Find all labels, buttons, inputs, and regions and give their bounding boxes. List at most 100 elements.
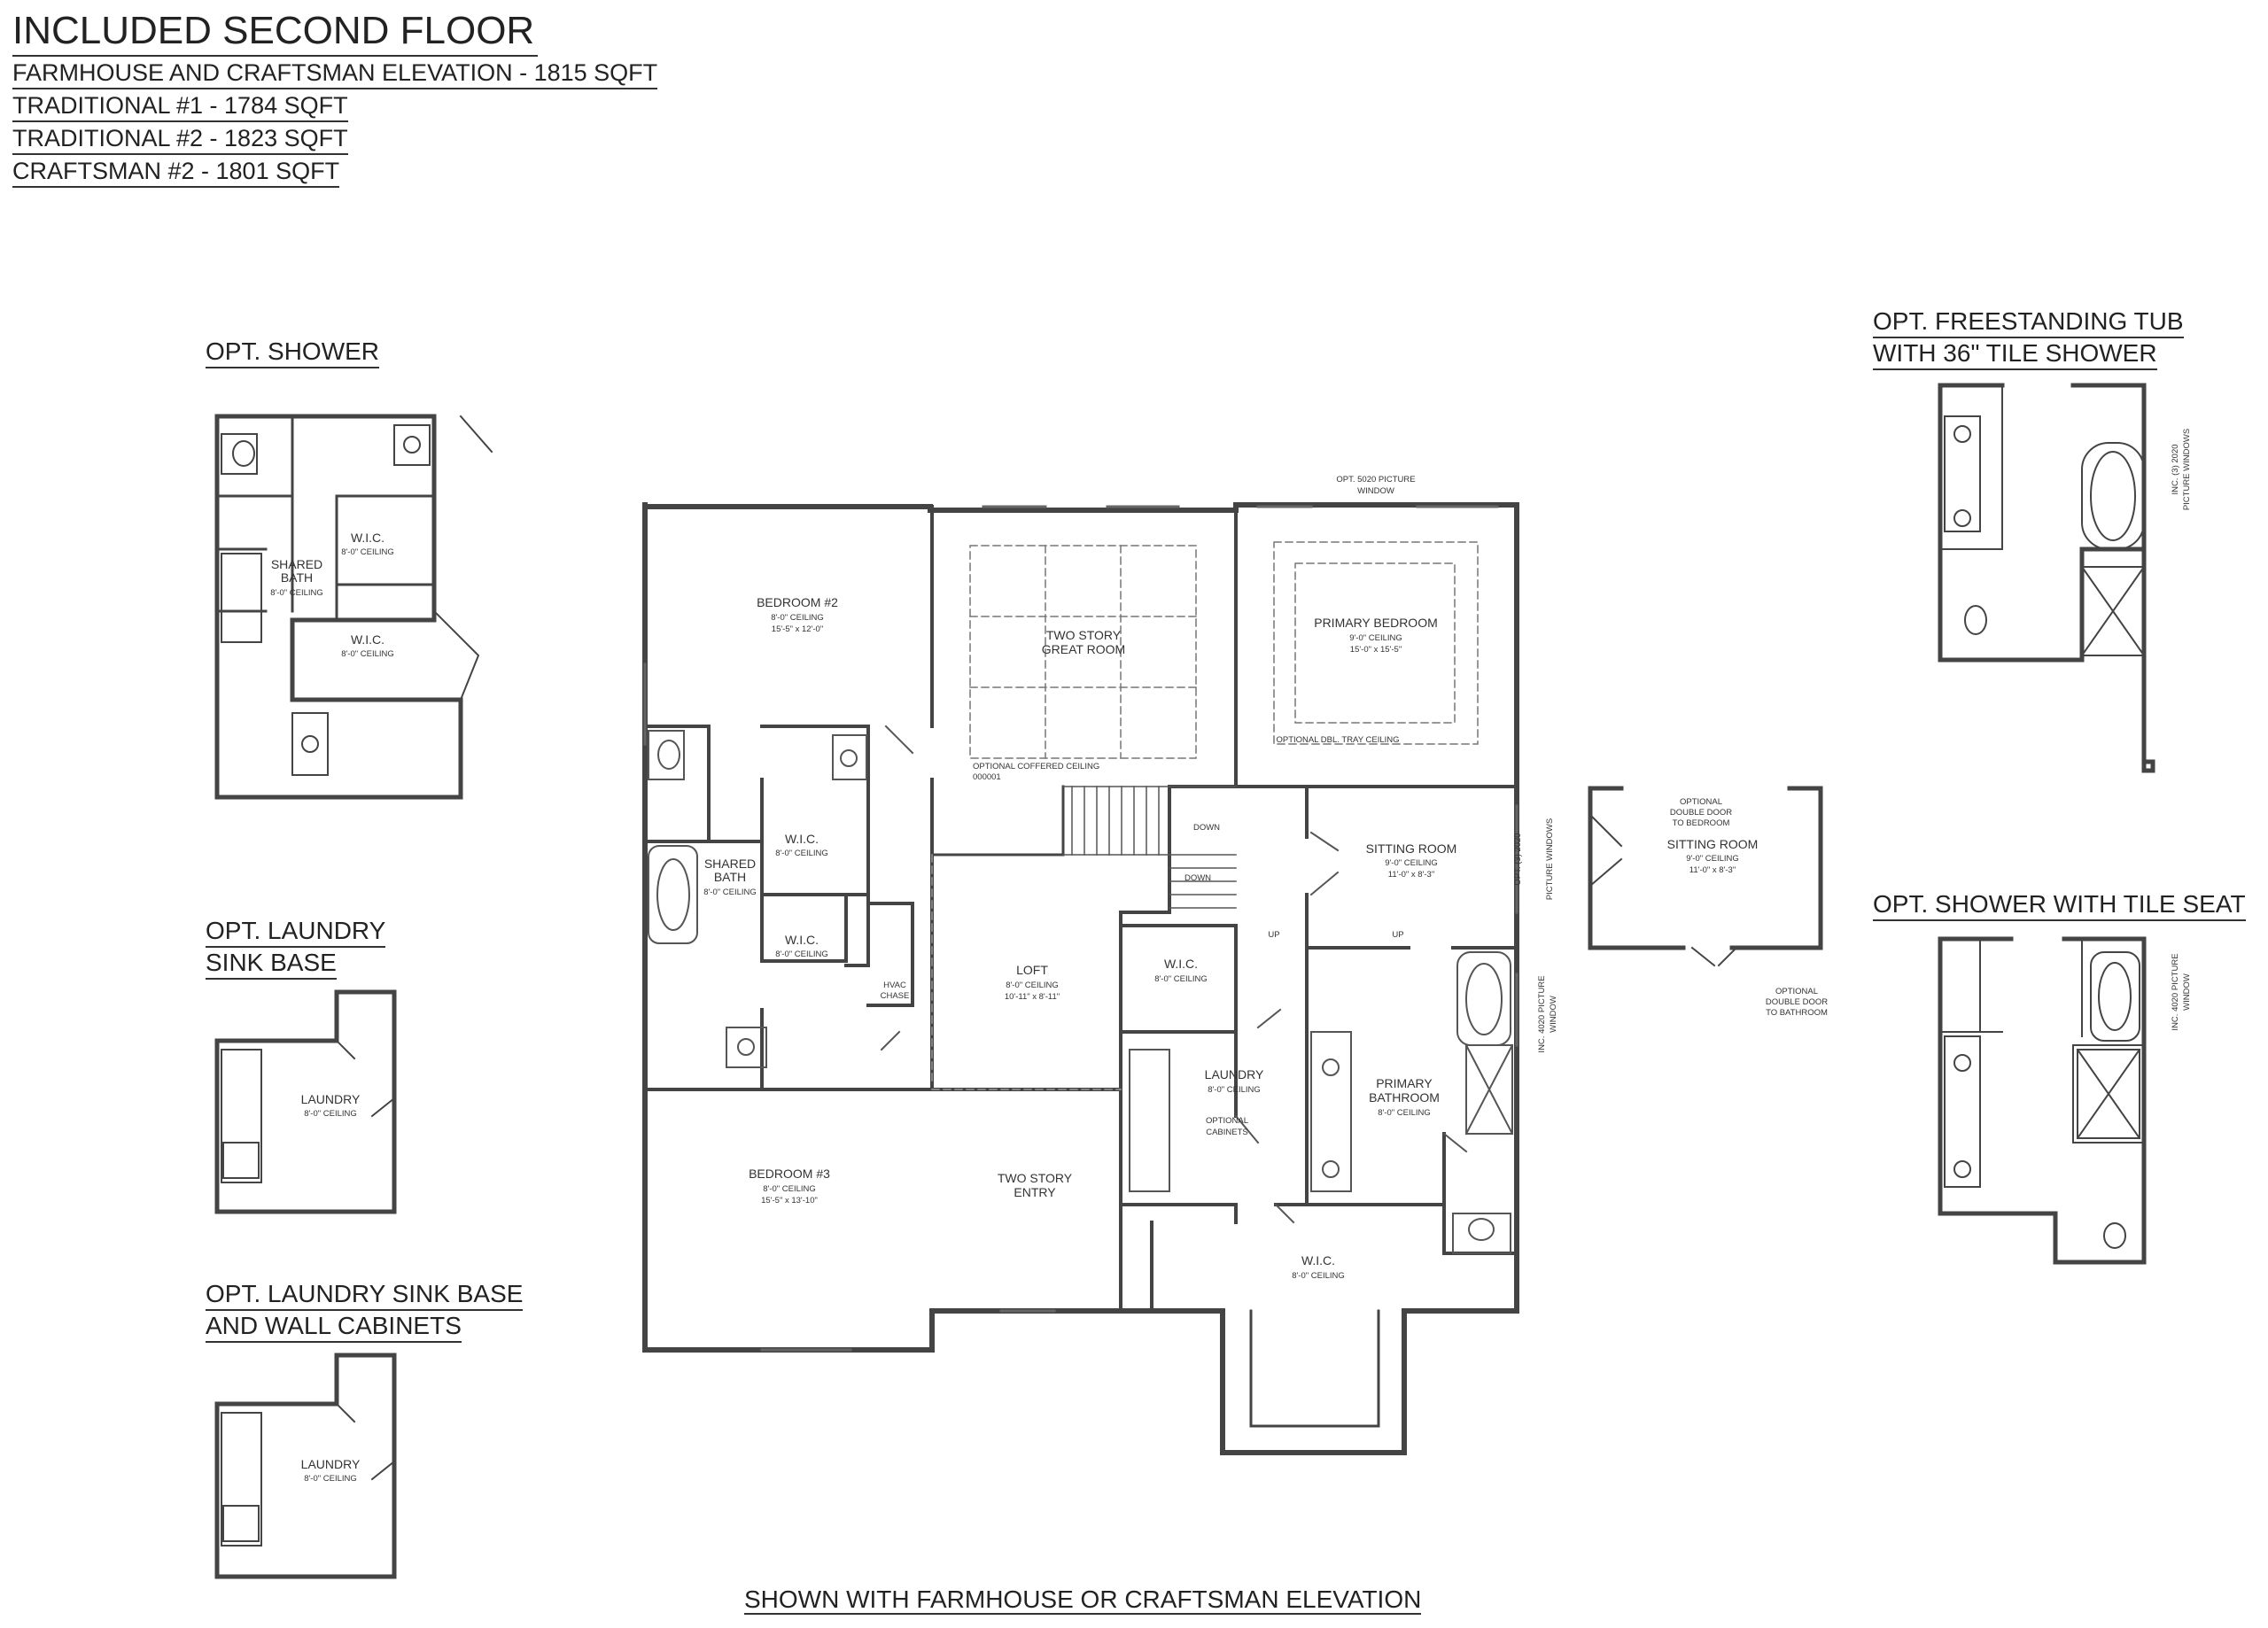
opt-laundry-ceiling: 8'-0" CEILING bbox=[304, 1109, 357, 1119]
primary-wic-label: W.I.C. bbox=[1301, 1253, 1335, 1268]
loft-size: 10'-11" x 8'-11" bbox=[1005, 992, 1060, 1002]
wic-stair-label: W.I.C. bbox=[1164, 957, 1198, 971]
opt-shower-wic-2-ceiling: 8'-0" CEILING bbox=[341, 649, 394, 659]
wic-2-label: W.I.C. bbox=[785, 933, 819, 947]
opt-tile-seat-fixtures bbox=[1939, 938, 2145, 1249]
sqft-line-3: TRADITIONAL #2 - 1823 SQFT bbox=[12, 124, 348, 155]
wic-1-label: W.I.C. bbox=[785, 832, 819, 846]
loft-label: LOFT bbox=[1016, 963, 1048, 977]
coffered-note: OPTIONAL COFFERED CEILING bbox=[973, 762, 1099, 771]
tray-note: OPTIONAL DBL. TRAY CEILING bbox=[1276, 735, 1399, 745]
sqft-line-2: TRADITIONAL #1 - 1784 SQFT bbox=[12, 91, 348, 122]
bedroom2-size: 15'-5" x 12'-0" bbox=[772, 624, 823, 634]
dbl-bed-1: OPTIONAL bbox=[1680, 797, 1722, 807]
hvac-label-2: CHASE bbox=[881, 991, 910, 1001]
opt2020-note-2: PICTURE WINDOWS bbox=[1545, 818, 1555, 900]
primary-bedroom-label: PRIMARY BEDROOM bbox=[1314, 616, 1438, 630]
opt-sitting-size: 11'-0" x 8'-3" bbox=[1689, 865, 1736, 875]
inc2020-note-2: PICTURE WINDOWS bbox=[2182, 429, 2192, 510]
sitting-room-size: 11'-0" x 8'-3" bbox=[1388, 870, 1434, 880]
opt-tile-seat-plan bbox=[1938, 936, 2147, 1265]
opt-sitting-room-plan bbox=[1588, 786, 1823, 950]
inc4020-note-2: WINDOW bbox=[1549, 996, 1558, 1033]
coffered-code: 000001 bbox=[973, 772, 1001, 782]
laundry-ceiling: 8'-0" CEILING bbox=[1208, 1085, 1261, 1095]
dbl-bed-2: DOUBLE DOOR bbox=[1670, 808, 1732, 818]
laundry-label: LAUNDRY bbox=[1205, 1067, 1264, 1081]
inc4020-note-1: INC. 4020 PICTURE bbox=[1537, 975, 1547, 1052]
primary-bathroom-label-1: PRIMARY bbox=[1376, 1076, 1433, 1090]
opt-shower-bath-label-2: BATH bbox=[281, 570, 313, 585]
primary-bedroom-size: 15'-0" x 15'-5" bbox=[1350, 645, 1402, 655]
opt-shower-wic-1: W.I.C. bbox=[351, 531, 384, 545]
bedroom2-ceiling: 8'-0" CEILING bbox=[771, 613, 824, 623]
shared-bath-label-2: BATH bbox=[714, 870, 746, 884]
wic-stair-ceiling: 8'-0" CEILING bbox=[1154, 974, 1208, 984]
primary-bathroom-label-2: BATHROOM bbox=[1369, 1090, 1440, 1105]
opt-tile-seat-title: OPT. SHOWER WITH TILE SEAT bbox=[1873, 889, 2246, 921]
main-floor-plan bbox=[642, 502, 1519, 1455]
opt-tub-fixtures bbox=[1939, 384, 2146, 661]
opt-shower-bath-ceiling: 8'-0" CEILING bbox=[270, 588, 323, 598]
shared-bath-ceiling: 8'-0" CEILING bbox=[703, 888, 757, 897]
dbl-bath-1: OPTIONAL bbox=[1775, 987, 1818, 996]
opt-sitting-ceiling: 9'-0" CEILING bbox=[1686, 854, 1739, 864]
bedroom3-ceiling: 8'-0" CEILING bbox=[763, 1184, 816, 1194]
opt-shower-interior bbox=[215, 415, 493, 776]
opt-laundry-label: LAUNDRY bbox=[301, 1092, 361, 1106]
shared-bath-label-1: SHARED bbox=[704, 857, 756, 871]
sqft-line-4: CRAFTSMAN #2 - 1801 SQFT bbox=[12, 157, 340, 188]
up-note-1: UP bbox=[1268, 930, 1279, 940]
wic-2-ceiling: 8'-0" CEILING bbox=[775, 950, 828, 959]
footer-note: SHOWN WITH FARMHOUSE OR CRAFTSMAN ELEVAT… bbox=[744, 1585, 1422, 1615]
sitting-room-label: SITTING ROOM bbox=[1366, 841, 1457, 856]
plan-title: INCLUDED SECOND FLOOR bbox=[12, 7, 539, 57]
room-labels: BEDROOM #2 8'-0" CEILING 15'-5" x 12'-0"… bbox=[703, 475, 1558, 1281]
opt-laundry-wall-label: LAUNDRY bbox=[301, 1457, 361, 1471]
opt-laundry-wall-fixtures bbox=[221, 1402, 396, 1547]
primary-bathroom-ceiling: 8'-0" CEILING bbox=[1378, 1108, 1431, 1118]
primary-bedroom-ceiling: 9'-0" CEILING bbox=[1349, 633, 1402, 643]
up-note-2: UP bbox=[1392, 930, 1403, 940]
sitting-room-ceiling: 9'-0" CEILING bbox=[1385, 858, 1438, 868]
door-swings bbox=[880, 725, 1468, 1224]
bedroom3-size: 15'-5" x 13'-10" bbox=[761, 1196, 818, 1205]
opt-shower-bath-label-1: SHARED bbox=[271, 557, 322, 571]
sqft-line-1: FARMHOUSE AND CRAFTSMAN ELEVATION - 1815… bbox=[12, 58, 658, 89]
main-windows bbox=[643, 505, 1518, 1352]
coffered-ceiling-grid bbox=[931, 541, 1479, 1090]
optional-cabinets-2: CABINETS bbox=[1206, 1128, 1248, 1137]
opt-shower-title: OPT. SHOWER bbox=[206, 337, 380, 368]
dbl-bed-3: TO BEDROOM bbox=[1673, 818, 1730, 828]
great-room-label-1: TWO STORY bbox=[1046, 628, 1122, 642]
entry-label-2: ENTRY bbox=[1014, 1185, 1056, 1199]
opt-laundry-wall-ceiling: 8'-0" CEILING bbox=[304, 1474, 357, 1484]
main-fixtures bbox=[648, 730, 1514, 1254]
pic5020-note-1: OPT. 5020 PICTURE bbox=[1336, 475, 1415, 485]
opt-shower-wic-2: W.I.C. bbox=[351, 632, 384, 647]
tile-inc4020-1: INC. 4020 PICTURE bbox=[2171, 953, 2180, 1030]
optional-cabinets-1: OPTIONAL bbox=[1206, 1116, 1248, 1126]
plan-header: INCLUDED SECOND FLOOR FARMHOUSE AND CRAF… bbox=[12, 7, 658, 188]
wic-1-ceiling: 8'-0" CEILING bbox=[775, 849, 828, 858]
inc2020-note-1: INC. (3) 2020 bbox=[2171, 444, 2180, 494]
option-labels: SHARED BATH 8'-0" CEILING W.I.C. 8'-0" C… bbox=[270, 429, 2192, 1484]
opt-shower-plan bbox=[214, 414, 463, 800]
opt2020-note-1: OPT. (3) 2020 bbox=[1513, 833, 1523, 885]
main-interior-walls bbox=[643, 505, 1518, 1313]
opt-laundry-fixtures bbox=[221, 1039, 396, 1183]
bedroom2-label: BEDROOM #2 bbox=[757, 595, 838, 609]
opt-shower-wic-1-ceiling: 8'-0" CEILING bbox=[341, 547, 394, 557]
pic5020-note-2: WINDOW bbox=[1357, 486, 1394, 496]
opt-sitting-label: SITTING ROOM bbox=[1667, 837, 1759, 851]
tile-inc4020-2: WINDOW bbox=[2182, 973, 2192, 1011]
down-note-1: DOWN bbox=[1193, 823, 1220, 833]
dbl-bath-2: DOUBLE DOOR bbox=[1766, 997, 1828, 1007]
dbl-bath-3: TO BATHROOM bbox=[1766, 1008, 1828, 1018]
primary-wic-ceiling: 8'-0" CEILING bbox=[1292, 1271, 1345, 1281]
loft-ceiling: 8'-0" CEILING bbox=[1006, 981, 1059, 990]
